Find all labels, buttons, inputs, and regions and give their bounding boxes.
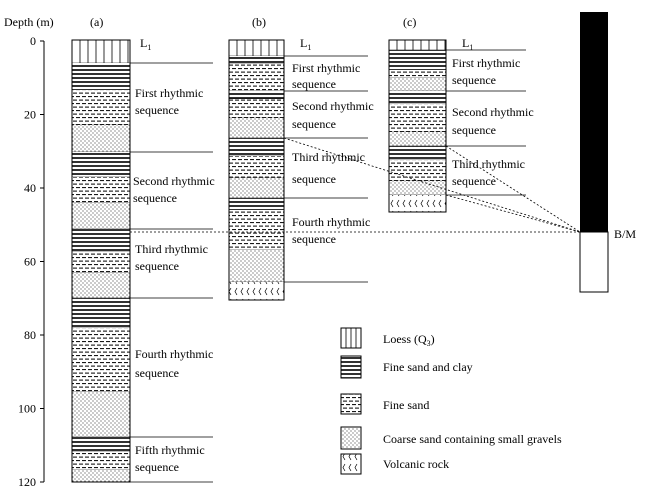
loess-label-b: L1 — [300, 36, 311, 52]
layer-fine-sand-clay — [72, 298, 130, 328]
layer-coarse-sand — [389, 132, 446, 146]
layer-coarse-sand — [229, 118, 284, 138]
layer-coarse-sand — [72, 392, 130, 437]
legend-label-fine-sand: Fine sand — [383, 398, 429, 412]
legend-swatch-fine-sand — [340, 393, 362, 415]
axis-tick-label: 40 — [24, 181, 36, 195]
layer-coarse-sand — [72, 273, 130, 298]
legend-swatch-volcanic — [340, 453, 362, 475]
layer-fine-sand — [229, 156, 284, 178]
column-c-outline — [388, 39, 447, 213]
layer-fine-sand-clay — [389, 146, 446, 160]
layer-fine-sand — [229, 64, 284, 91]
column-label-c: (c) — [403, 15, 416, 29]
column-c-layers — [389, 40, 446, 213]
axis-tick-label: 20 — [24, 108, 36, 122]
layer-coarse-sand — [229, 250, 284, 282]
axis-ticks: 0 20 40 60 80 100 120 — [18, 34, 44, 489]
axis-tick-label: 100 — [18, 402, 36, 416]
layer-coarse-sand — [72, 470, 130, 482]
loess-label-a: L1 — [140, 36, 151, 52]
layer-loess — [72, 40, 130, 63]
boundary-label: B/M — [614, 227, 636, 241]
column-b-outline — [228, 39, 285, 301]
layer-fine-sand — [389, 160, 446, 181]
column-a-outline — [71, 39, 131, 483]
legend-label-coarse-sand: Coarse sand containing small gravels — [383, 432, 562, 446]
correlation-lines — [130, 137, 581, 233]
legend-label-volcanic: Volcanic rock — [383, 457, 449, 471]
legend-label-loess: Loess (Q3) — [383, 332, 435, 348]
legend-label-fine-sand-clay: Fine sand and clay — [383, 360, 473, 374]
column-a-boundaries — [130, 62, 213, 483]
layer-fine-sand-clay — [389, 91, 446, 104]
layer-loess — [229, 40, 284, 56]
layer-coarse-sand — [72, 125, 130, 152]
loess-label-c: L1 — [462, 36, 473, 52]
layer-fine-sand — [389, 104, 446, 132]
layer-fine-sand-clay — [229, 91, 284, 99]
legend: Loess (Q3) Fine sand and clay Fine sand … — [340, 327, 562, 475]
layer-fine-sand — [72, 252, 130, 273]
axis-tick-label: 0 — [30, 34, 36, 48]
layer-fine-sand-clay — [72, 229, 130, 252]
axis-tick-label: 120 — [18, 475, 36, 489]
layer-fine-sand-clay — [389, 50, 446, 70]
legend-swatch-coarse-sand — [340, 426, 362, 450]
layer-fine-sand-clay — [72, 63, 130, 90]
layer-fine-sand — [72, 328, 130, 392]
axis-tick-label: 80 — [24, 328, 36, 342]
axis-title: Depth (m) — [4, 15, 54, 29]
layer-fine-sand-clay — [72, 152, 130, 177]
layer-fine-sand-clay — [229, 198, 284, 210]
layer-fine-sand-clay — [72, 437, 130, 452]
column-c-boundaries — [446, 49, 526, 196]
layer-fine-sand-clay — [229, 138, 284, 156]
layer-coarse-sand — [389, 181, 446, 195]
layer-volcanic — [229, 282, 284, 300]
layer-coarse-sand — [229, 178, 284, 198]
layer-fine-sand — [72, 177, 130, 203]
layer-fine-sand — [389, 70, 446, 78]
column-label-b: (b) — [252, 15, 266, 29]
layer-coarse-sand — [389, 78, 446, 91]
layer-coarse-sand — [72, 203, 130, 229]
column-b-boundaries — [284, 55, 368, 283]
axis-tick-label: 60 — [24, 255, 36, 269]
layer-fine-sand — [72, 90, 130, 125]
polarity-reversed-block — [579, 231, 609, 293]
legend-swatch-fine-sand-clay — [340, 355, 362, 379]
column-a-layers — [72, 40, 130, 483]
layer-fine-sand — [229, 99, 284, 118]
polarity-normal-block — [580, 12, 608, 232]
layer-volcanic — [389, 195, 446, 212]
layer-fine-sand — [229, 210, 284, 250]
layer-fine-sand — [72, 452, 130, 470]
layer-fine-sand-clay — [229, 56, 284, 64]
layer-loess — [389, 40, 446, 50]
column-b-layers — [229, 40, 284, 301]
column-label-a: (a) — [90, 15, 103, 29]
